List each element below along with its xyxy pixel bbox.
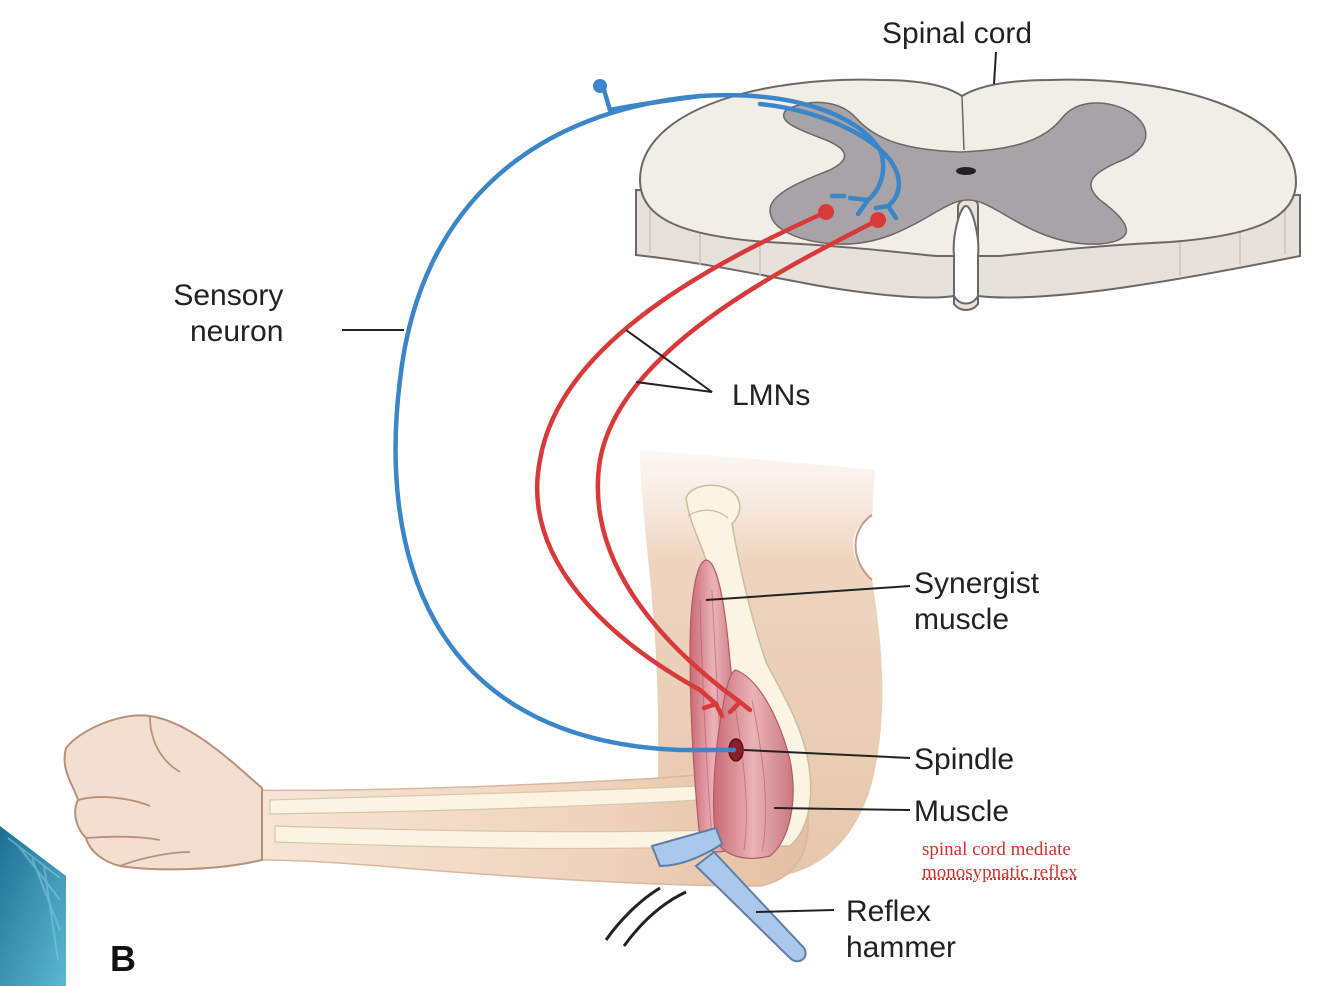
- spindle-label: Spindle: [914, 743, 1015, 776]
- lmns-label: LMNs: [732, 379, 811, 412]
- panel-letter: B: [110, 938, 136, 979]
- synergist-muscle-label: Synergist muscle: [914, 567, 1040, 636]
- spinal-cord-section: [635, 78, 1301, 311]
- leader-lines: [342, 51, 997, 913]
- slide-corner-decoration: [0, 826, 66, 986]
- leader-muscle: [773, 807, 911, 811]
- leader-spinal-cord: [993, 51, 997, 85]
- reflex-hammer-drawing: [604, 826, 807, 963]
- sensory-neuron: [393, 79, 901, 753]
- reflex-hammer-label: Reflex hammer: [846, 895, 957, 964]
- leader-reflex-hammer: [755, 909, 835, 913]
- muscle-label: Muscle: [914, 795, 1010, 828]
- leader-spindle: [743, 749, 911, 759]
- main-muscle: [712, 669, 794, 859]
- lmn-axons: [534, 204, 886, 719]
- spinal-cord-label: Spinal cord: [882, 17, 1033, 50]
- sensory-neuron-label: Sensory neuron: [173, 279, 284, 348]
- leader-lmns: [625, 329, 713, 393]
- leader-synergist: [705, 585, 911, 601]
- reflex-annotation: spinal cord mediate monosypnatic reflex: [922, 839, 1078, 883]
